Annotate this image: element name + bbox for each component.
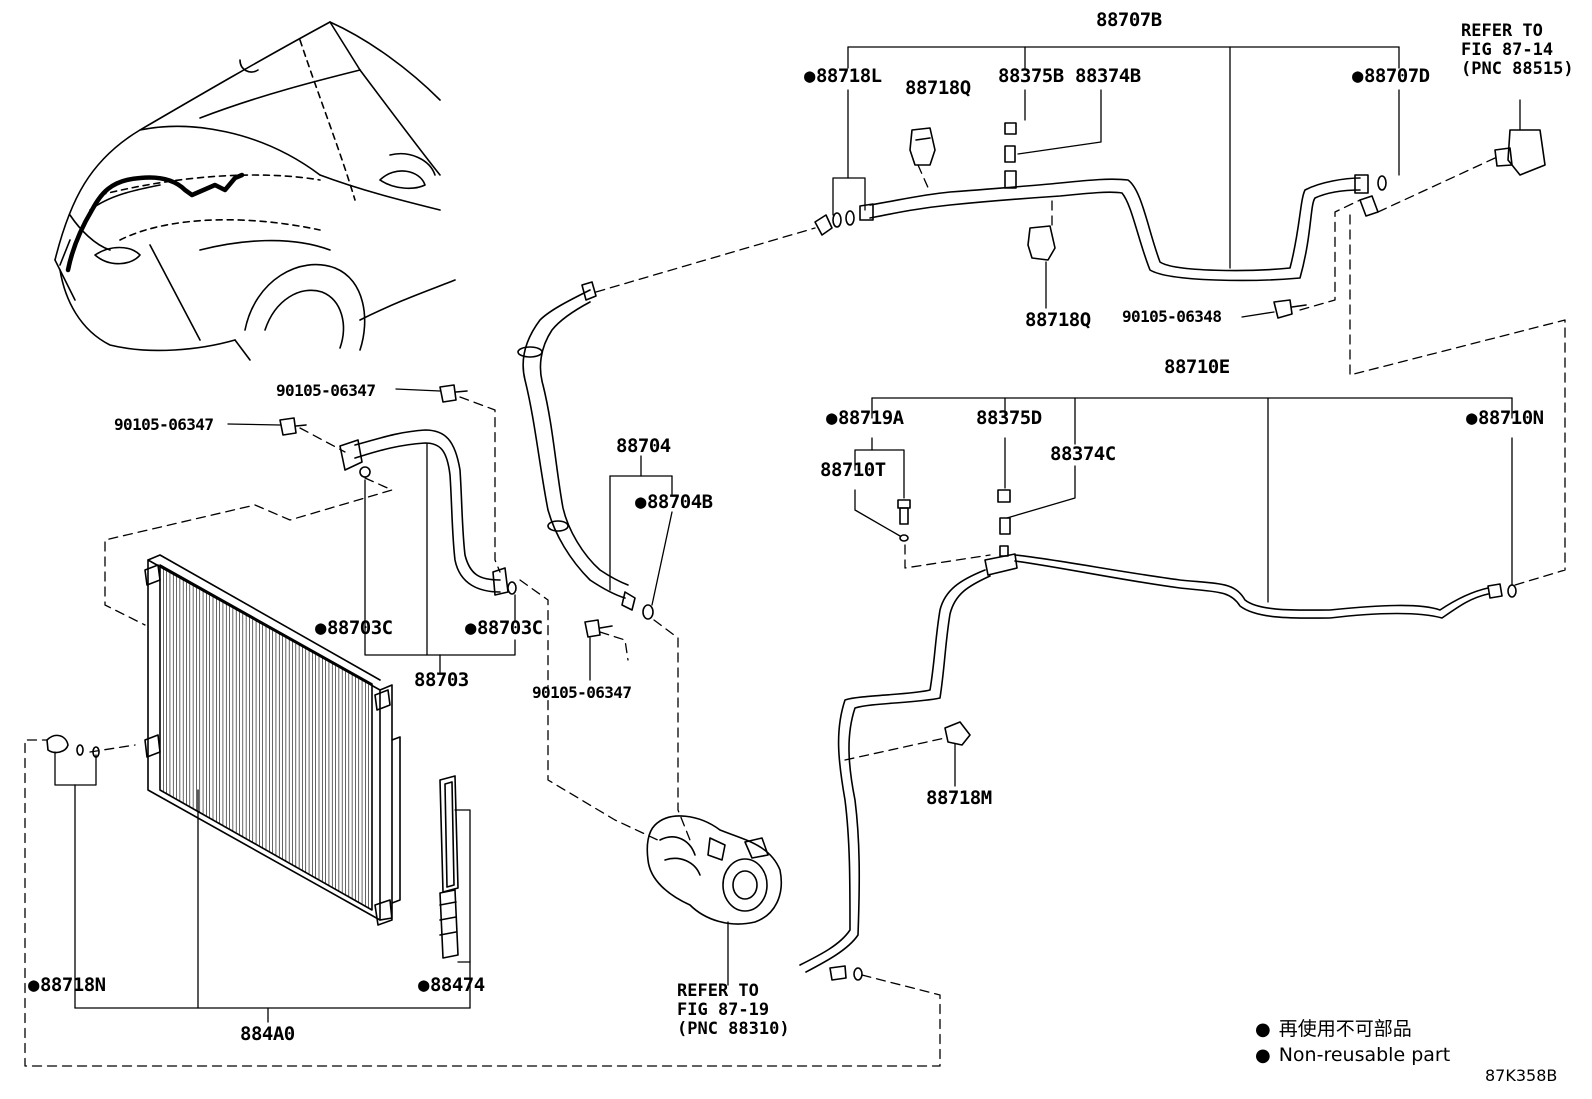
valve-88374C bbox=[999, 517, 1011, 535]
label-88710T: 88710T bbox=[820, 459, 886, 481]
label-88707D: 88707D bbox=[1352, 66, 1430, 87]
leader-lines bbox=[54, 46, 1521, 1023]
label-884A0: 884A0 bbox=[240, 1023, 295, 1045]
bullet-icon: ● bbox=[1255, 1019, 1271, 1040]
label-88707B: 88707B bbox=[1096, 9, 1162, 31]
label-88718Q-top: 88718Q bbox=[905, 77, 971, 99]
oring-88710T bbox=[899, 534, 909, 542]
clamp-88718M bbox=[944, 721, 971, 746]
pipe-88710E bbox=[799, 545, 1517, 981]
label-90105-06347-c: 90105-06347 bbox=[532, 683, 632, 702]
pipe-88707B bbox=[517, 174, 1387, 620]
label-88374B: 88374B bbox=[1075, 65, 1141, 87]
label-88704B: 88704B bbox=[635, 492, 713, 513]
bolt-90105-06347-b bbox=[279, 417, 307, 436]
label-88718N: 88718N bbox=[28, 975, 106, 996]
desiccant-88474 bbox=[439, 775, 459, 959]
label-88719A: 88719A bbox=[826, 408, 904, 429]
clamp-88718Q-bottom bbox=[1027, 225, 1056, 261]
label-88718L: 88718L bbox=[804, 66, 882, 87]
receiver-88515 bbox=[1494, 129, 1546, 176]
label-88375D: 88375D bbox=[976, 407, 1042, 429]
condenser-fins bbox=[159, 564, 373, 911]
label-88718M: 88718M bbox=[926, 787, 992, 809]
refer-note-bottom: REFER TO FIG 87-19 (PNC 88310) bbox=[677, 981, 790, 1039]
valve-88374B bbox=[1004, 145, 1017, 189]
bracket-near-88707D bbox=[1359, 195, 1379, 217]
dashed-connections bbox=[24, 157, 1566, 1067]
hose-88703 bbox=[339, 429, 517, 596]
clamp-88718Q-top bbox=[909, 127, 936, 166]
label-88710N: 88710N bbox=[1466, 408, 1544, 429]
label-90105-06347-b: 90105-06347 bbox=[114, 415, 214, 434]
compressor-88310 bbox=[646, 815, 782, 925]
cap-88375D bbox=[997, 489, 1011, 503]
legend-en-text: Non-reusable part bbox=[1278, 1044, 1451, 1066]
bullet-icon: ● bbox=[1255, 1045, 1271, 1066]
cap-88375B bbox=[1004, 122, 1017, 135]
bolt-90105-06347-a bbox=[439, 384, 468, 403]
label-88704: 88704 bbox=[616, 435, 671, 457]
figure-code: 87K358B bbox=[1485, 1066, 1558, 1085]
label-88703C-left: 88703C bbox=[315, 618, 393, 639]
bolt-88719A bbox=[897, 499, 911, 525]
label-88474: 88474 bbox=[418, 975, 485, 996]
legend-jp: ● 再使用不可部品 bbox=[1255, 1014, 1412, 1041]
clip-88718L-parts bbox=[814, 210, 855, 236]
bolt-90105-06348 bbox=[1273, 299, 1307, 319]
label-88703C-right: 88703C bbox=[465, 618, 543, 639]
label-88718Q-bottom: 88718Q bbox=[1025, 309, 1091, 331]
label-88374C: 88374C bbox=[1050, 443, 1116, 465]
car-front-illustration bbox=[54, 21, 456, 361]
legend-en: ● Non-reusable part bbox=[1255, 1044, 1450, 1066]
label-90105-06348: 90105-06348 bbox=[1122, 307, 1222, 326]
legend-jp-text: 再使用不可部品 bbox=[1278, 1018, 1412, 1040]
label-88375B: 88375B bbox=[998, 65, 1064, 87]
label-90105-06347-a: 90105-06347 bbox=[276, 381, 376, 400]
label-88703: 88703 bbox=[414, 669, 469, 691]
bolt-90105-06347-c bbox=[584, 619, 613, 638]
label-88710E: 88710E bbox=[1164, 356, 1230, 378]
refer-note-top: REFER TO FIG 87-14 (PNC 88515) bbox=[1461, 21, 1574, 79]
